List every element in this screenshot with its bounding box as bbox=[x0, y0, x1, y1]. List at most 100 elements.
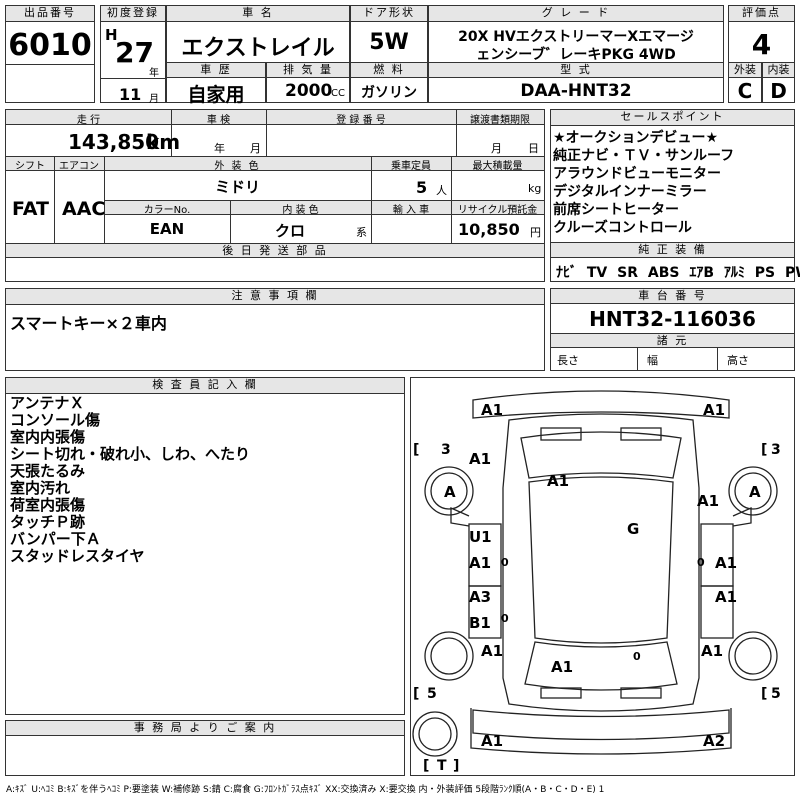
door-rl-outline bbox=[468, 585, 502, 639]
registration-label: 登 録 番 号 bbox=[336, 115, 386, 126]
first-reg-year: 27 bbox=[115, 36, 154, 69]
wheel-rl bbox=[424, 631, 474, 681]
inspector-label: 検 査 員 記 入 欄 bbox=[6, 378, 404, 394]
score-box: 評価点 4 bbox=[728, 5, 795, 63]
load-unit: kg bbox=[528, 182, 542, 195]
tire-spare: T bbox=[437, 758, 447, 774]
svg-text:[: [ bbox=[761, 686, 767, 702]
selling-point: 純正ナビ・ＴＶ・サンルーフ bbox=[553, 148, 735, 164]
mirror-left-outline bbox=[450, 506, 470, 527]
transfer-month-unit: 月 bbox=[491, 142, 502, 155]
inspector-note: 室内汚れ bbox=[10, 479, 71, 497]
capacity-unit: 人 bbox=[436, 184, 447, 197]
transfer-label: 譲渡書類期限 bbox=[470, 115, 530, 126]
fuel-value: ガソリン bbox=[361, 85, 417, 101]
color-value: ミドリ bbox=[214, 178, 260, 196]
equipment-item: ｴｱB bbox=[689, 265, 715, 281]
svg-text:[: [ bbox=[423, 758, 429, 774]
exterior-label: 外装 bbox=[729, 63, 761, 78]
interior-label: 内装 bbox=[763, 63, 794, 78]
legend: A:ｷｽﾞ U:ﾍｺﾐ B:ｷｽﾞを伴うﾍｺﾐ P:要塗装 W:補修跡 S:錆 … bbox=[6, 785, 605, 795]
mileage-value: 143,850 bbox=[68, 130, 160, 154]
later-parts-label: 後 日 発 送 部 品 bbox=[6, 244, 544, 258]
model-value: DAA-HNT32 bbox=[520, 81, 632, 101]
inspector-note: スタッドレスタイヤ bbox=[10, 547, 145, 565]
vehicle-details: 走 行 車 検 登 録 番 号 譲渡書類期限 143,850 km 年 月 月 … bbox=[5, 109, 545, 282]
interior-box: 内装 D bbox=[762, 62, 795, 103]
car-diagram: [3 [3 [5 [5 [T] A1 A1 A1 A1 A1 A A G U1 … bbox=[412, 390, 781, 774]
svg-text:[: [ bbox=[413, 686, 419, 702]
wheel-fl bbox=[424, 466, 474, 516]
equipment-item: ABS bbox=[647, 265, 680, 281]
insp-month-unit: 月 bbox=[250, 142, 261, 155]
length-label: 長さ bbox=[557, 354, 579, 367]
door-box: ドア形状 5W bbox=[350, 5, 428, 63]
door-label: ドア形状 bbox=[351, 6, 427, 22]
mark-zero: 0 bbox=[501, 612, 509, 625]
caution-label: 注 意 事 項 欄 bbox=[6, 289, 544, 305]
mark-rear-left: A1 bbox=[481, 732, 503, 750]
first-reg-label: 初度登録 bbox=[101, 6, 165, 22]
svg-text:]: ] bbox=[453, 758, 459, 774]
mark-rear-right: A2 bbox=[703, 732, 725, 750]
color-no-value: EAN bbox=[149, 220, 185, 238]
car-name: エクストレイル bbox=[181, 36, 335, 61]
mark-fender-right: A1 bbox=[697, 492, 719, 510]
grade-box: グ レ ー ド 20X HVエクストリーマーXエマージ ェンシーブ゛レーキPKG… bbox=[428, 5, 724, 63]
mark-door-rr: A1 bbox=[715, 588, 737, 606]
mark-door-fl-1: U1 bbox=[469, 528, 492, 546]
equipment-item: ﾅﾋﾞ bbox=[556, 265, 577, 281]
equipment-item: TV bbox=[586, 265, 608, 281]
equipment-item: PW bbox=[785, 265, 800, 281]
equipment-item: SR bbox=[617, 265, 639, 281]
recycle-value: 10,850 bbox=[458, 220, 520, 239]
inspection-label: 車 検 bbox=[206, 115, 231, 126]
equipment-list: ﾅﾋﾞ TV SR ABS ｴｱB ｱﾙﾐ PS PW bbox=[556, 262, 800, 282]
chassis-label: 車 台 番 号 bbox=[551, 289, 794, 304]
mark-door-rl-1: A3 bbox=[469, 588, 491, 606]
first-reg-month: 11 bbox=[119, 85, 142, 104]
capacity-value: 5 bbox=[416, 178, 428, 197]
mark-fender-left: A1 bbox=[469, 450, 491, 468]
displacement-box: 排 気 量 2000 CC bbox=[266, 62, 350, 103]
caution-text: スマートキー×２車内 bbox=[10, 314, 167, 333]
lot-box: 出品番号 6010 bbox=[5, 5, 95, 103]
mark-front-left: A1 bbox=[481, 401, 503, 419]
windshield-outline bbox=[520, 431, 682, 479]
mileage-unit: km bbox=[146, 130, 181, 154]
side-outline bbox=[470, 708, 732, 755]
rear-bumper-outline bbox=[472, 709, 730, 741]
history-value: 自家用 bbox=[187, 84, 245, 106]
inspector-box: 検 査 員 記 入 欄 アンテナＸ コンソール傷 室内内張傷 シート切れ・破れ小… bbox=[5, 377, 405, 715]
mark-trunk: A1 bbox=[551, 658, 573, 676]
caution-box: 注 意 事 項 欄 スマートキー×２車内 bbox=[5, 288, 545, 371]
displacement-label: 排 気 量 bbox=[267, 63, 349, 78]
shift-label: シフト bbox=[15, 161, 45, 172]
grade-line-2: ェンシーブ゛レーキPKG 4WD bbox=[476, 47, 676, 63]
ac-label: エアコン bbox=[59, 161, 99, 172]
inspector-note: バンパー下Ａ bbox=[10, 530, 101, 548]
inspector-notes: アンテナＸ コンソール傷 室内内張傷 シート切れ・破れ小、しわ、へたり 天張たる… bbox=[10, 395, 250, 565]
lot-number: 6010 bbox=[8, 28, 92, 63]
equipment-item: ｱﾙﾐ bbox=[723, 265, 745, 281]
tire-fr: 3 bbox=[771, 442, 781, 458]
grade-line-1: 20X HVエクストリーマーXエマージ bbox=[458, 29, 694, 45]
exterior-value: C bbox=[737, 79, 753, 103]
selling-point: デジタルインナーミラー bbox=[553, 184, 707, 200]
interior-value: D bbox=[770, 79, 787, 103]
mark-hood: A1 bbox=[547, 472, 569, 490]
mark-wheel-fr: A bbox=[749, 483, 761, 501]
int-color-unit: 系 bbox=[356, 226, 367, 239]
fuel-box: 燃 料 ガソリン bbox=[350, 62, 428, 103]
inspector-note: シート切れ・破れ小、しわ、へたり bbox=[10, 445, 251, 463]
door-rr-outline bbox=[700, 585, 734, 639]
door-type: 5W bbox=[369, 30, 409, 55]
tire-rr: 5 bbox=[771, 686, 781, 702]
mark-door-rl-2: B1 bbox=[469, 614, 491, 632]
selling-points-label: セールスポイント bbox=[551, 110, 794, 126]
selling-point: アラウンドビューモニター bbox=[553, 166, 721, 182]
ac-value: AAC bbox=[62, 198, 106, 220]
history-label: 車 歴 bbox=[167, 63, 265, 78]
capacity-label: 乗車定員 bbox=[391, 161, 431, 172]
svg-text:[: [ bbox=[761, 442, 767, 458]
